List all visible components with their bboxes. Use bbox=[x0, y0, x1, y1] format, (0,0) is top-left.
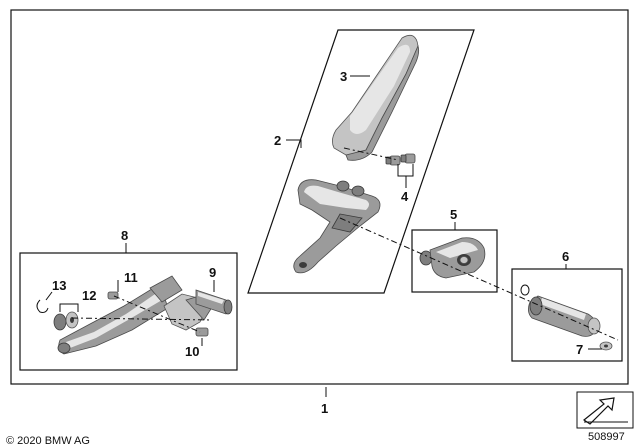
leader-4 bbox=[397, 164, 414, 177]
washer-part-12 bbox=[53, 311, 79, 331]
arrow-icon bbox=[576, 391, 634, 429]
callout-2: 2 bbox=[274, 133, 281, 148]
screw-part-4 bbox=[385, 153, 416, 166]
axis-line-2 bbox=[339, 217, 619, 341]
copyright-text: © 2020 BMW AG bbox=[6, 435, 90, 447]
callout-4: 4 bbox=[401, 189, 409, 204]
shift-lever-part bbox=[57, 275, 183, 355]
bolt-part-11 bbox=[107, 291, 119, 300]
callout-3: 3 bbox=[340, 69, 347, 84]
callout-7: 7 bbox=[576, 342, 583, 357]
part-6-frame bbox=[511, 268, 623, 362]
axis-line-4 bbox=[113, 295, 201, 333]
callout-13: 13 bbox=[52, 278, 66, 293]
footpeg-mount-part bbox=[419, 237, 486, 279]
callout-10: 10 bbox=[185, 344, 199, 359]
shift-peg-part bbox=[195, 289, 233, 315]
heel-guard-part bbox=[332, 34, 420, 161]
circlip-part-13 bbox=[36, 299, 49, 313]
callout-12: 12 bbox=[82, 288, 96, 303]
axis-line-1 bbox=[343, 147, 399, 161]
callout-5: 5 bbox=[450, 207, 457, 222]
callout-11: 11 bbox=[124, 270, 138, 285]
assembly-frame bbox=[10, 9, 629, 385]
axis-line-3 bbox=[71, 317, 213, 321]
footpeg-part bbox=[520, 284, 601, 337]
callout-9: 9 bbox=[209, 265, 216, 280]
footrest-group-frame bbox=[247, 29, 475, 294]
footrest-bracket-part bbox=[293, 179, 381, 274]
callout-6: 6 bbox=[562, 249, 569, 264]
callout-8: 8 bbox=[121, 228, 128, 243]
shift-lever-group-frame bbox=[19, 252, 238, 371]
leader-12 bbox=[59, 303, 79, 312]
leader-2 bbox=[286, 139, 302, 148]
diagram-number: 508997 bbox=[588, 431, 625, 443]
callout-1: 1 bbox=[321, 401, 328, 416]
leader-13 bbox=[45, 291, 53, 301]
pin-part-7 bbox=[599, 341, 613, 351]
bolt-part-10 bbox=[195, 327, 209, 337]
